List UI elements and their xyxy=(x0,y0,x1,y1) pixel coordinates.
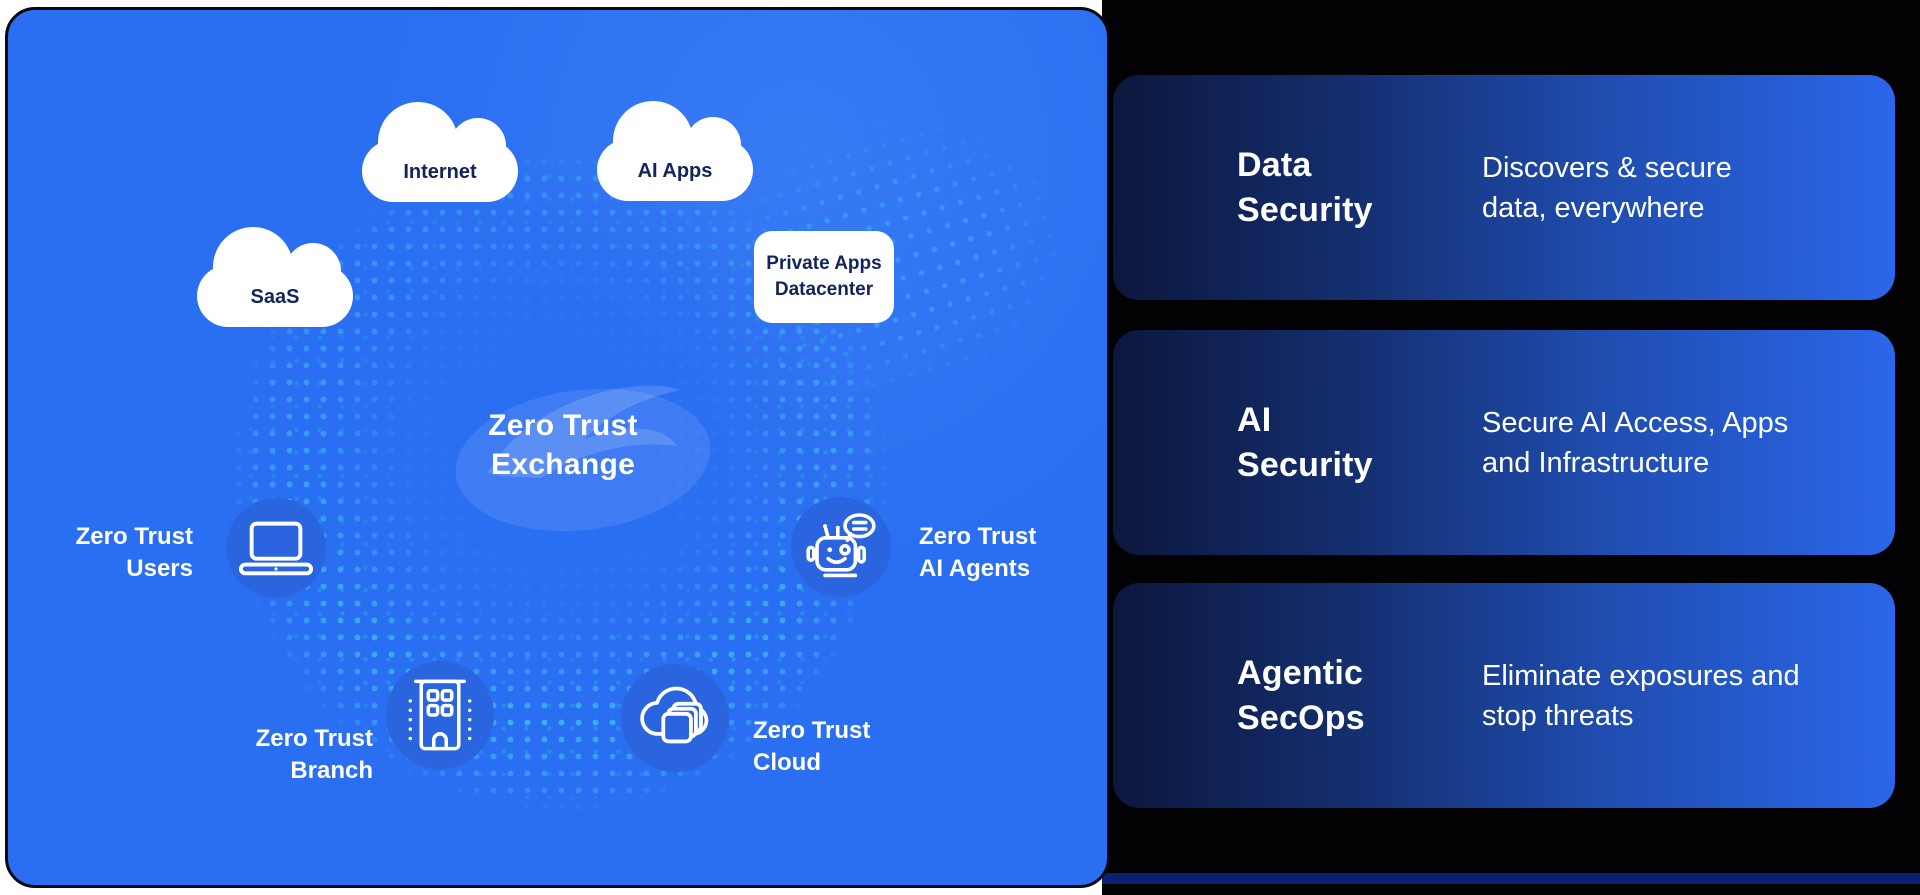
cloud-internet-label: Internet xyxy=(403,160,477,183)
panel-title: Data Security xyxy=(1237,145,1373,229)
panel-description: Discovers & secure data, everywhere xyxy=(1482,151,1732,224)
panel-description: Eliminate exposures and stop threats xyxy=(1482,659,1800,732)
cloud-ai-apps-label: AI Apps xyxy=(637,159,713,182)
robot-icon xyxy=(801,509,881,585)
exchange-line2: Exchange xyxy=(490,448,636,481)
panel-data-security: Data Security Discovers & secure data, e… xyxy=(1113,75,1895,300)
node-users xyxy=(226,498,326,598)
cloud-internet: Internet xyxy=(362,102,518,202)
datacenter-line1: Private Apps xyxy=(766,253,882,274)
cloud-stack-icon xyxy=(633,682,717,754)
cloud-ai-apps: AI Apps xyxy=(597,101,753,201)
panel-description: Secure AI Access, Apps and Infrastructur… xyxy=(1482,406,1789,479)
panel-agentic-secops: Agentic SecOps Eliminate exposures and s… xyxy=(1113,583,1895,808)
laptop-icon xyxy=(237,519,315,577)
panel-ai-security: AI Security Secure AI Access, Apps and I… xyxy=(1113,330,1895,555)
bottom-accent-strip xyxy=(1102,873,1920,884)
cloud-saas: SaaS xyxy=(197,227,353,327)
node-cloud xyxy=(621,664,729,772)
panel-title: AI Security xyxy=(1237,400,1373,484)
label-zero-trust-cloud: Zero Trust Cloud xyxy=(753,717,871,776)
zero-trust-diagram-card: Zero Trust Exchange Internet SaaS AI App… xyxy=(5,7,1110,888)
label-zero-trust-users: Zero Trust Users xyxy=(75,523,193,582)
exchange-line1: Zero Trust xyxy=(488,409,638,442)
private-apps-datacenter-card: Private Apps Datacenter xyxy=(754,231,894,323)
node-ai-agents xyxy=(791,497,891,597)
cloud-saas-label: SaaS xyxy=(250,285,300,308)
building-icon xyxy=(397,675,483,755)
zscaler-swoosh-logo xyxy=(433,350,733,550)
zero-trust-exchange-label: Zero Trust Exchange xyxy=(403,406,723,484)
node-branch xyxy=(386,661,494,769)
label-zero-trust-branch: Zero Trust Branch xyxy=(255,725,373,784)
panel-title: Agentic SecOps xyxy=(1237,653,1365,737)
datacenter-line2: Datacenter xyxy=(774,279,874,300)
label-zero-trust-ai-agents: Zero Trust AI Agents xyxy=(919,523,1037,582)
